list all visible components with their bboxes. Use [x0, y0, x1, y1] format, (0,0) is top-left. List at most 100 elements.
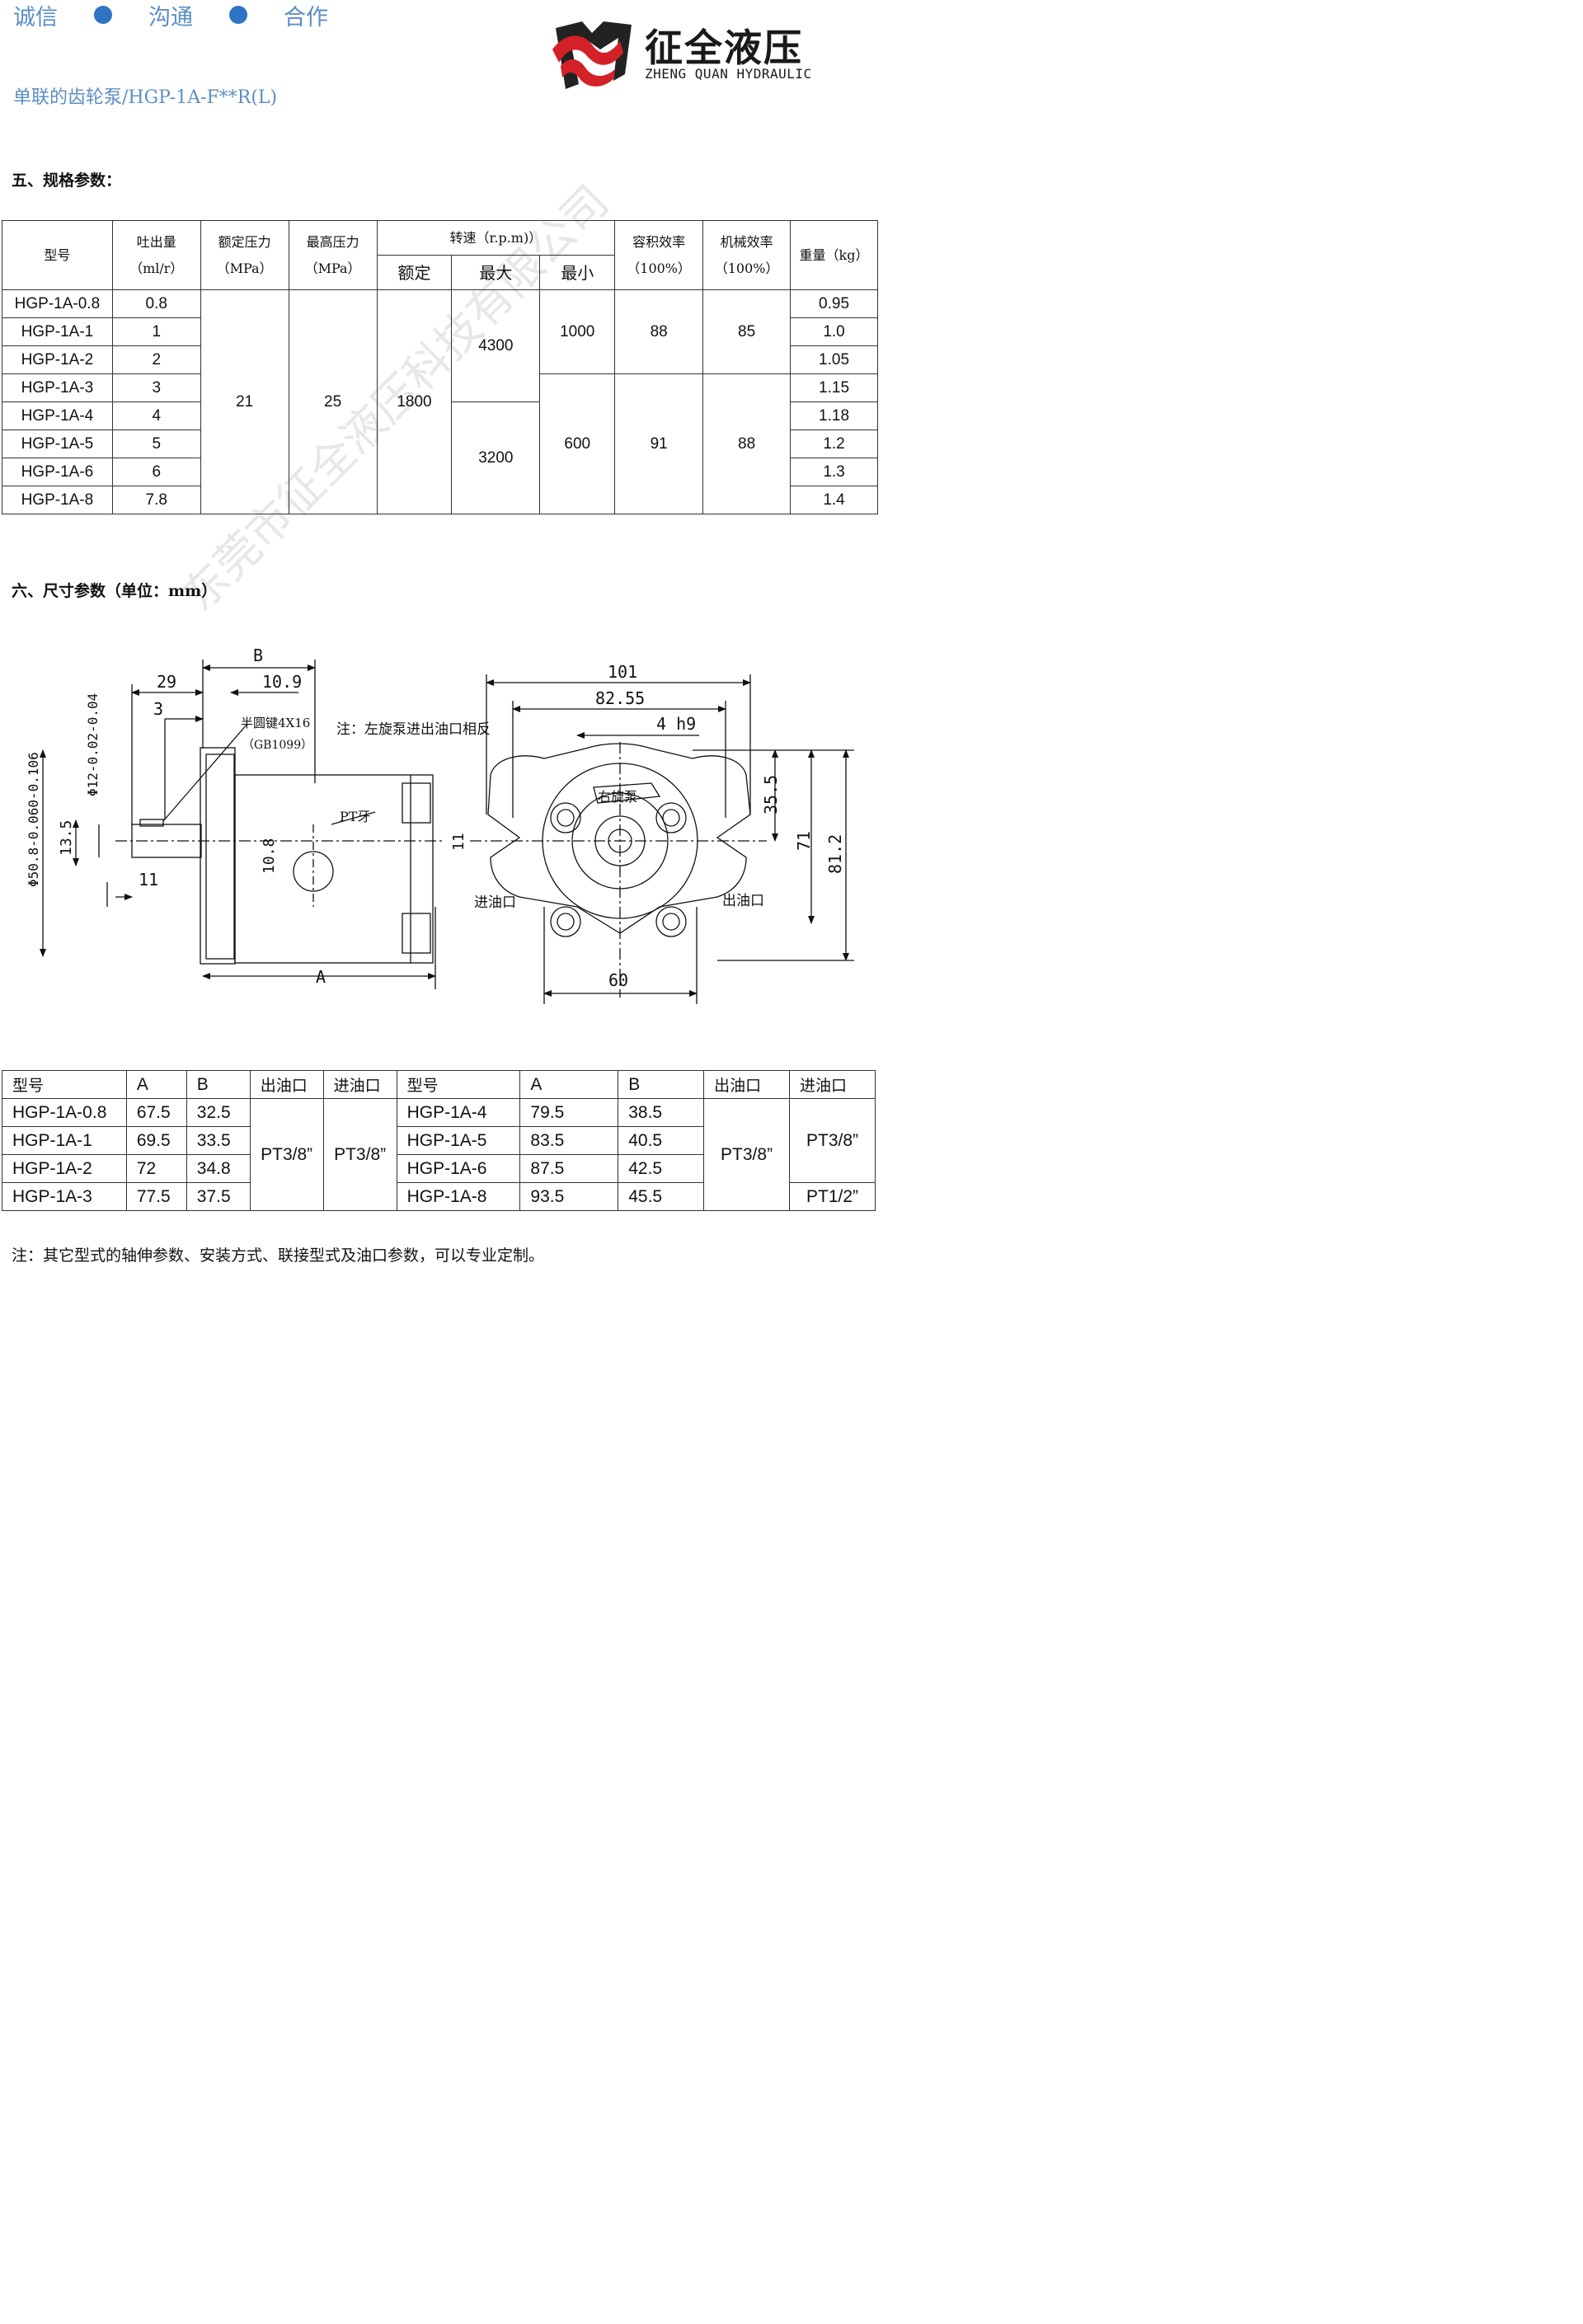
cell-a: 79.5 — [519, 1098, 619, 1127]
cell-a: 83.5 — [519, 1126, 619, 1155]
cell-weight: 0.95 — [790, 289, 878, 318]
dim-label: 35.5 — [761, 775, 781, 815]
dim-label: 11 — [450, 833, 467, 851]
cell-speed-rated: 1800 — [376, 289, 453, 514]
header-volumetric-efficiency: 容积效率（100%） — [614, 220, 704, 290]
header-outlet: 出油口 — [703, 1070, 791, 1099]
cell-displacement: 3 — [111, 373, 201, 402]
cell-model: HGP-1A-5 — [396, 1126, 521, 1155]
pt-label: PT牙 — [340, 809, 370, 824]
cell-speed-max: 3200 — [451, 401, 541, 514]
dim-label: 10.9 — [262, 672, 302, 692]
dim-label: 81.2 — [825, 834, 845, 874]
header-displacement: 吐出量（ml/r） — [111, 220, 201, 290]
pump-dimension-drawing: B 29 3 10.9 11 A PT牙 半圆键4X16 （GB1099） 注：… — [26, 646, 854, 1004]
cell-mech-eff: 88 — [702, 373, 792, 514]
bullet-dot-icon — [94, 6, 112, 24]
dim-label: Φ12-0.02-0.04 — [85, 693, 101, 796]
cell-speed-min: 1000 — [539, 289, 616, 374]
dim-label: 4 h9 — [656, 714, 696, 734]
cell-inlet: PT3/8” — [789, 1098, 876, 1183]
table-row: HGP-1A-0.8 0.8 21 25 1800 4300 1000 88 8… — [2, 289, 878, 514]
cell-displacement: 2 — [111, 345, 201, 374]
header-weight: 重量（kg） — [790, 220, 878, 290]
cell-model: HGP-1A-3 — [2, 1182, 127, 1211]
dim-label: 29 — [157, 672, 176, 692]
cell-b: 40.5 — [618, 1126, 705, 1155]
cell-model: HGP-1A-2 — [2, 1154, 127, 1183]
cell-weight: 1.15 — [790, 373, 878, 402]
cell-b: 37.5 — [186, 1182, 251, 1211]
cell-inlet: PT1/2” — [789, 1182, 876, 1211]
cell-a: 72 — [125, 1154, 187, 1183]
cell-outlet: PT3/8” — [249, 1098, 324, 1211]
drawing-note: 注：左旋泵进出油口相反 — [336, 721, 491, 738]
mounting-flange — [200, 747, 236, 965]
slogan-word: 诚信 — [13, 4, 58, 31]
cell-b: 34.8 — [186, 1154, 251, 1183]
table-row: HGP-1A-0.8 67.5 32.5 PT3/8” PT3/8” HGP-1… — [2, 1098, 876, 1211]
logo-chinese-name: 征全液压 — [645, 26, 803, 70]
header-a: A — [125, 1070, 187, 1099]
dim-label: 3 — [153, 699, 163, 719]
spec-table: 型号 吐出量（ml/r） 额定压力（MPa） 最高压力（MPa） 转速（r.p.… — [2, 220, 878, 514]
table-row: HGP-1A-1 1 1.0 — [2, 317, 878, 346]
cell-displacement: 1 — [111, 317, 201, 346]
dim-label: 101 — [608, 662, 637, 682]
cell-a: 67.5 — [125, 1098, 187, 1127]
slogan-word: 合作 — [284, 4, 328, 31]
port-circle — [293, 851, 334, 892]
cell-a: 77.5 — [125, 1182, 187, 1211]
cell-weight: 1.18 — [790, 401, 878, 430]
spec-section-title: 五、规格参数： — [12, 171, 122, 190]
cell-a: 87.5 — [519, 1154, 619, 1183]
cell-weight: 1.05 — [790, 345, 878, 374]
cell-displacement: 7.8 — [111, 486, 201, 514]
dim-label: B — [253, 646, 263, 665]
company-logo: 征全液压 ZHENG QUAN HYDRAULIC — [549, 16, 813, 96]
header-mechanical-efficiency: 机械效率（100%） — [702, 220, 792, 290]
cell-model: HGP-1A-4 — [396, 1098, 521, 1127]
bullet-dot-icon — [229, 6, 247, 24]
cell-model: HGP-1A-0.8 — [2, 289, 113, 318]
header-speed-rated: 额定 — [376, 255, 453, 290]
cell-displacement: 0.8 — [111, 289, 201, 318]
dim-label: 11 — [139, 870, 158, 890]
dim-label: 10.8 — [261, 838, 278, 874]
cell-model: HGP-1A-4 — [2, 401, 113, 430]
logo-english-name: ZHENG QUAN HYDRAULIC — [645, 66, 812, 82]
header-inlet: 进油口 — [789, 1070, 876, 1099]
cell-max-pressure: 25 — [288, 289, 378, 514]
slogan-word: 沟通 — [148, 4, 193, 31]
cell-weight: 1.2 — [790, 430, 878, 458]
cell-model: HGP-1A-6 — [2, 458, 113, 486]
cell-model: HGP-1A-1 — [2, 1126, 127, 1155]
product-subtitle: 单联的齿轮泵/HGP-1A-F**R(L) — [13, 87, 278, 108]
header-inlet: 进油口 — [322, 1070, 397, 1099]
key-label: 半圆键4X16 — [241, 716, 310, 730]
cell-b: 45.5 — [618, 1182, 705, 1211]
cell-model: HGP-1A-2 — [2, 345, 113, 374]
key-standard-label: （GB1099） — [242, 739, 312, 752]
cell-displacement: 4 — [111, 401, 201, 430]
table-row: HGP-1A-5 5 1.2 — [2, 430, 878, 458]
cell-b: 33.5 — [186, 1126, 251, 1155]
header-a: A — [519, 1070, 619, 1099]
cell-a: 69.5 — [125, 1126, 187, 1155]
cell-a: 93.5 — [519, 1182, 619, 1211]
header-model: 型号 — [2, 220, 113, 290]
cell-vol-eff: 91 — [614, 373, 704, 514]
table-row: HGP-1A-1 69.5 33.5 HGP-1A-5 83.5 40.5 — [2, 1126, 876, 1155]
header-speed-max: 最大 — [451, 255, 541, 290]
footnote: 注：其它型式的轴伸参数、安装方式、联接型式及油口参数，可以专业定制。 — [12, 1247, 545, 1265]
cell-model: HGP-1A-5 — [2, 430, 113, 458]
cell-model: HGP-1A-0.8 — [2, 1098, 127, 1127]
table-row: HGP-1A-3 3 600 91 88 1.15 — [2, 373, 878, 514]
cell-outlet: PT3/8” — [703, 1098, 791, 1211]
header-b: B — [618, 1070, 705, 1099]
dim-label: A — [316, 967, 326, 987]
table-row: HGP-1A-6 6 1.3 — [2, 458, 878, 486]
cell-model: HGP-1A-1 — [2, 317, 113, 346]
header-model: 型号 — [396, 1070, 521, 1099]
cell-speed-max: 4300 — [451, 289, 541, 402]
